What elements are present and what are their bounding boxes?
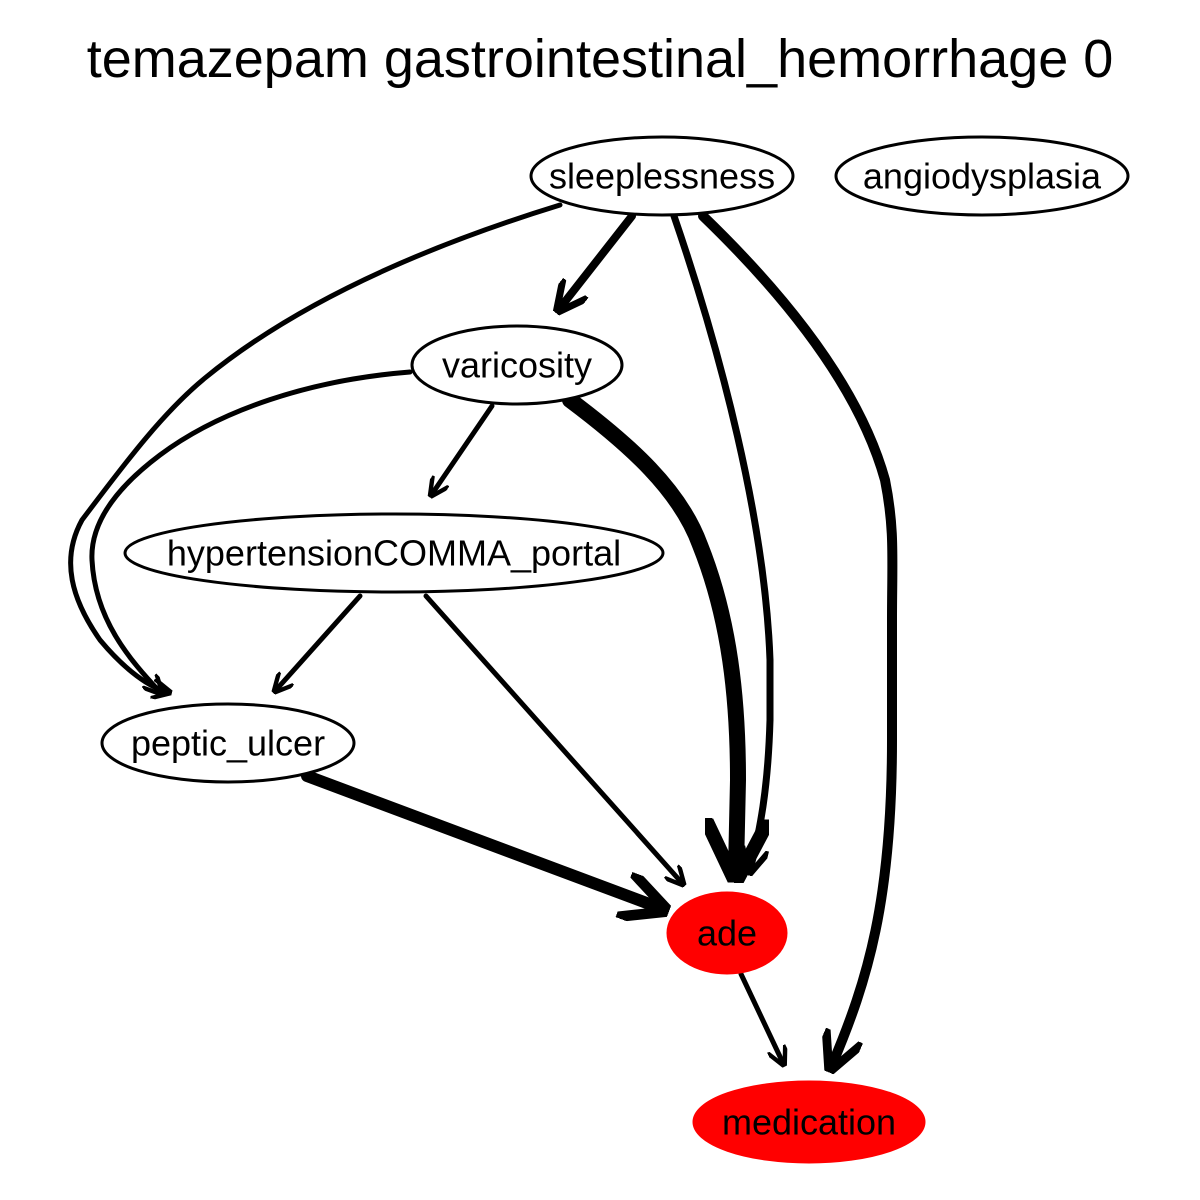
node-label-hypertension-portal: hypertensionCOMMA_portal [167,533,621,574]
node-medication[interactable]: medication [692,1080,926,1164]
node-label-angiodysplasia: angiodysplasia [863,156,1102,197]
node-ade[interactable]: ade [666,891,788,975]
edge-varicosity-peptic-ulcer [89,369,413,692]
edge-varicosity-ade [562,392,738,870]
edge-ade-medication [738,971,783,1063]
node-peptic-ulcer[interactable]: peptic_ulcer [100,702,356,784]
node-sleeplessness[interactable]: sleeplessness [529,135,795,217]
edge-hypertension-portal-ade [423,593,682,883]
node-label-medication: medication [722,1102,896,1143]
edge-sleeplessness-medication [698,211,898,1065]
edge-varicosity-hypertension-portal [432,403,495,494]
node-label-sleeplessness: sleeplessness [549,156,775,197]
edge-sleeplessness-peptic-ulcer [68,202,563,692]
node-label-peptic-ulcer: peptic_ulcer [131,723,325,764]
edges [68,202,898,1065]
edge-peptic-ulcer-ade [301,770,660,908]
node-varicosity[interactable]: varicosity [410,324,624,406]
edge-hypertension-portal-peptic-ulcer [276,593,363,690]
node-label-varicosity: varicosity [442,345,592,386]
diagram-title: temazepam gastrointestinal_hemorrhage 0 [86,29,1114,89]
node-angiodysplasia[interactable]: angiodysplasia [834,135,1130,217]
edge-sleeplessness-varicosity [560,212,636,308]
node-hypertension-portal[interactable]: hypertensionCOMMA_portal [123,512,665,594]
edge-sleeplessness-ade [670,212,774,870]
node-label-ade: ade [697,913,757,954]
